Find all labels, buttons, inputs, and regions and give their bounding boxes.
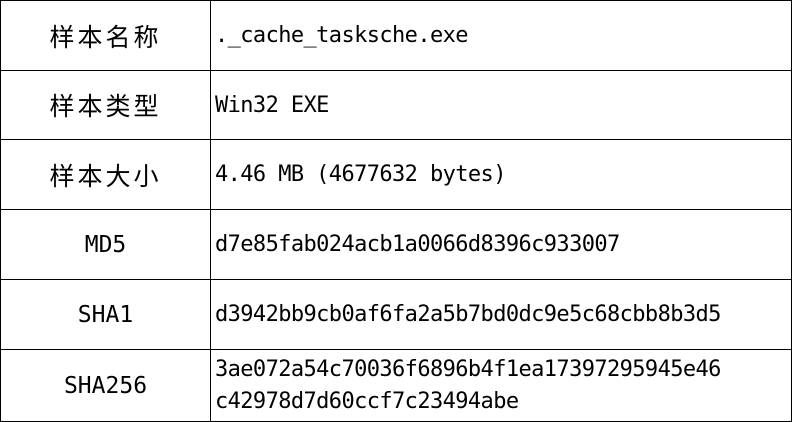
table-row-sha1: SHA1 d3942bb9cb0af6fa2a5b7bd0dc9e5c68cbb… (0, 279, 792, 350)
sha256-label: SHA256 (0, 349, 211, 422)
sample-size-label: 样本大小 (0, 139, 211, 210)
sample-type-value: Win32 EXE (210, 70, 792, 140)
table-row-sha256: SHA256 3ae072a54c70036f6896b4f1ea1739729… (0, 349, 792, 422)
sample-type-label: 样本类型 (0, 70, 211, 140)
table-row-md5: MD5 d7e85fab024acb1a0066d8396c933007 (0, 209, 792, 280)
sha256-value-line-2: c42978d7d60ccf7c23494abe (215, 388, 519, 414)
sha256-value: 3ae072a54c70036f6896b4f1ea17397295945e46… (210, 349, 792, 422)
table-row-sample-name: 样本名称 ._cache_tasksche.exe (0, 0, 792, 71)
sha1-value: d3942bb9cb0af6fa2a5b7bd0dc9e5c68cbb8b3d5 (210, 279, 792, 350)
sample-size-value: 4.46 MB (4677632 bytes) (210, 139, 792, 210)
md5-label: MD5 (0, 209, 211, 280)
md5-value: d7e85fab024acb1a0066d8396c933007 (210, 209, 792, 280)
sample-name-label: 样本名称 (0, 0, 211, 71)
sample-name-value: ._cache_tasksche.exe (210, 0, 792, 71)
sha256-value-line-1: 3ae072a54c70036f6896b4f1ea17397295945e46 (215, 356, 721, 382)
sha1-label: SHA1 (0, 279, 211, 350)
table-row-sample-type: 样本类型 Win32 EXE (0, 70, 792, 140)
table-row-sample-size: 样本大小 4.46 MB (4677632 bytes) (0, 139, 792, 210)
